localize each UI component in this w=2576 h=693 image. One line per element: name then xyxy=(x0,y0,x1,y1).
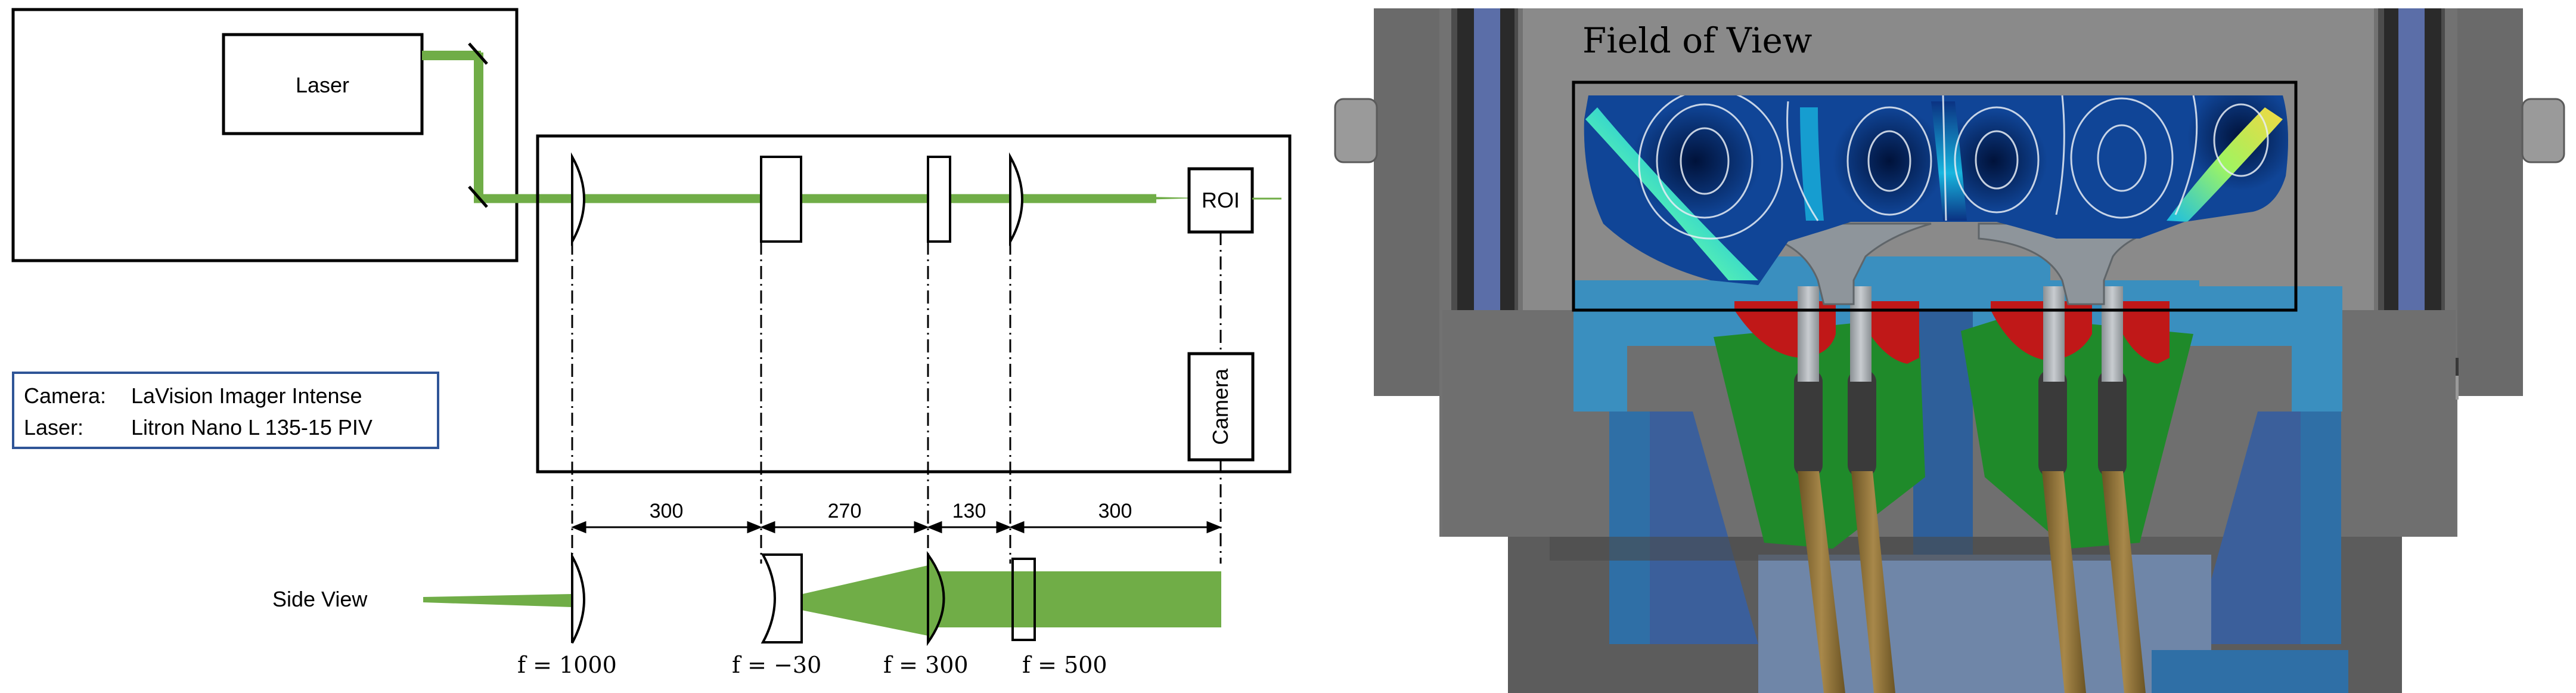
distance-3: 130 xyxy=(952,500,986,522)
lens-f1000-side xyxy=(571,552,585,644)
lens-f300-top xyxy=(927,156,951,243)
laser-enclosure xyxy=(11,8,519,262)
focal-length-4: f = 500 xyxy=(1022,652,1107,678)
camera-value: LaVision Imager Intense xyxy=(131,383,362,408)
lens-f1000-top xyxy=(571,152,585,246)
camera-key: Camera: xyxy=(24,383,106,408)
test-section-frame xyxy=(536,134,1292,474)
side-view-label: Side View xyxy=(272,587,368,611)
lens-f500-top xyxy=(1009,152,1023,246)
distance-dimensions: 300 270 130 300 xyxy=(570,500,1222,534)
camera-label: Camera xyxy=(1208,368,1233,445)
lens-f-30-top xyxy=(760,156,802,243)
laser-beam-path xyxy=(422,51,1281,203)
focal-length-3: f = 300 xyxy=(883,652,969,678)
field-of-view-frame xyxy=(1572,81,2298,312)
distance-4: 300 xyxy=(1098,500,1132,522)
valve-seat-red-3 xyxy=(1991,301,2092,361)
distance-2: 270 xyxy=(828,500,862,522)
focal-length-2: f = −30 xyxy=(732,652,821,678)
laser-value: Litron Nano L 135-15 PIV xyxy=(131,415,373,440)
roi-label: ROI xyxy=(1202,188,1240,212)
engine-cross-section-render: Field of View xyxy=(1334,8,2565,693)
laser-label: Laser xyxy=(296,73,349,97)
focal-length-1: f = 1000 xyxy=(517,652,617,678)
alignment-lines xyxy=(571,232,1222,564)
optical-layout-side-view: Side View f = 1000 f = −30 f = 300 f = 5… xyxy=(272,550,1221,678)
valve-head-left xyxy=(1772,222,1932,305)
lens-f500-side xyxy=(1011,558,1036,641)
valve-seat-red-4 xyxy=(2110,301,2170,364)
roi-box xyxy=(1187,167,1254,234)
mirror-2 xyxy=(468,185,488,208)
equipment-info-box: Camera: LaVision Imager Intense Laser: L… xyxy=(12,372,439,449)
field-of-view-label: Field of View xyxy=(1582,20,1812,61)
lens-f300-side xyxy=(927,550,945,646)
laser-box xyxy=(222,33,424,135)
optical-layout-top-view: Laser ROI Camera xyxy=(11,8,1292,564)
distance-1: 300 xyxy=(650,500,684,522)
mirror-1 xyxy=(468,42,488,65)
left-bolt xyxy=(1334,98,1378,163)
intake-port-green-right xyxy=(1961,316,2193,549)
laser-key: Laser: xyxy=(24,415,83,440)
lens-f-30-side xyxy=(761,553,803,644)
right-bolt xyxy=(2521,98,2565,163)
camera-box xyxy=(1187,352,1255,462)
